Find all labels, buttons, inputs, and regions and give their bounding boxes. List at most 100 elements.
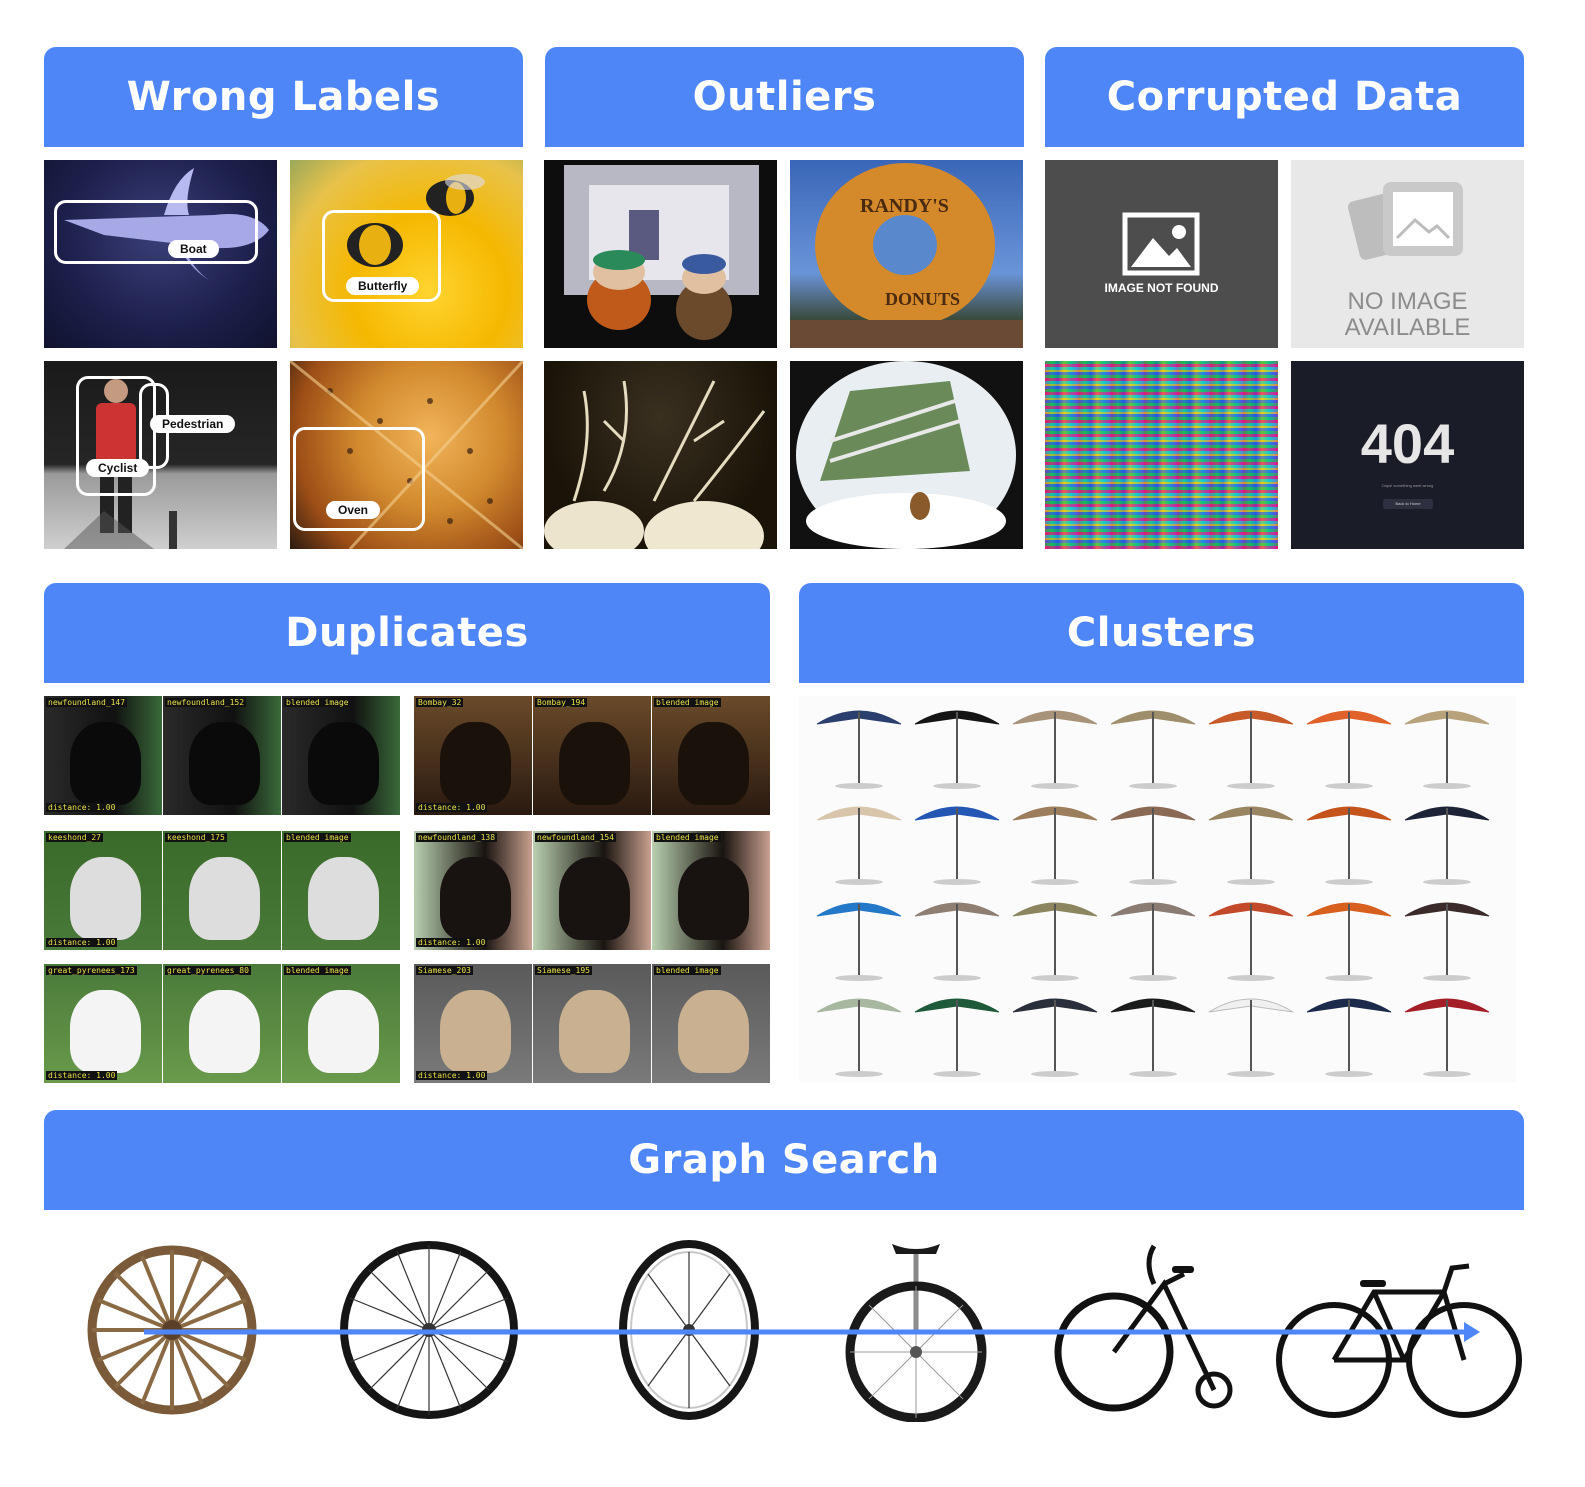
- umbrella-shadow: [1423, 879, 1471, 885]
- no-image-line1: NO IMAGE: [1347, 288, 1468, 315]
- umbrella-image: [1306, 806, 1392, 885]
- duplicate-distance-label: distance: 1.00: [416, 803, 488, 812]
- duplicate-image-cell: blended image: [282, 964, 400, 1083]
- no-image-available-tile: NO IMAGE AVAILABLE: [1291, 160, 1524, 348]
- umbrella-shadow: [835, 975, 883, 981]
- duplicate-subject-shape: [439, 857, 511, 941]
- clusters-grid: [799, 696, 1516, 1082]
- duplicate-distance-label: distance: 1.00: [416, 938, 488, 947]
- wagon-wheel-image: [44, 1222, 264, 1422]
- umbrella-shadow: [1325, 975, 1373, 981]
- clusters-title: Clusters: [1066, 610, 1257, 656]
- umbrella-shadow: [933, 1071, 981, 1077]
- penny-farthing-image: [1054, 1244, 1233, 1412]
- back-to-home-button[interactable]: Back to Home: [1383, 499, 1433, 509]
- duplicate-filename-label: great_pyrenees_173: [46, 966, 137, 975]
- umbrella-image: [1110, 710, 1196, 789]
- umbrella-shadow: [835, 783, 883, 789]
- duplicate-subject-shape: [307, 857, 379, 941]
- error-404-subtext: Oops! something went wrong: [1381, 483, 1434, 488]
- duplicate-subject-shape: [558, 857, 630, 941]
- duplicate-filename-label: blended image: [654, 698, 721, 707]
- umbrella-image: [1012, 902, 1098, 981]
- duplicate-subject-shape: [188, 990, 260, 1074]
- wrong-labels-title: Wrong Labels: [126, 74, 441, 120]
- toys-tv-illustration: [564, 165, 759, 340]
- duplicate-image-cell: blended image: [652, 696, 770, 815]
- pedestrian-image: Pedestrian Cyclist: [44, 361, 277, 549]
- bee-illustration: [347, 174, 485, 267]
- duplicate-image-cell: newfoundland_138 distance: 1.00: [414, 831, 532, 950]
- outliers-header: Outliers: [545, 47, 1024, 147]
- pizza-illustration: [290, 361, 523, 549]
- umbrella-shadow: [1031, 1071, 1079, 1077]
- umbrella-shadow: [1325, 879, 1373, 885]
- duplicate-image-cell: newfoundland_154: [533, 831, 651, 950]
- graph-path-arrow: [144, 1322, 1480, 1342]
- umbrella-image: [816, 710, 902, 789]
- umbrella-shadow: [933, 975, 981, 981]
- duplicate-subject-shape: [558, 990, 630, 1074]
- bee-image: Butterfly: [290, 160, 523, 348]
- umbrella-image: [816, 902, 902, 981]
- umbrella-shadow: [1423, 1071, 1471, 1077]
- duplicate-filename-label: Siamese_203: [416, 966, 473, 975]
- duplicates-title: Duplicates: [285, 610, 529, 656]
- duplicate-image-cell: Bombay_32 distance: 1.00: [414, 696, 532, 815]
- unicycle-image: [845, 1244, 987, 1422]
- donut-sign-top-text: RANDY'S: [860, 195, 949, 217]
- umbrella-image: [1404, 806, 1490, 885]
- toys-tv-image: [544, 160, 777, 348]
- duplicate-subject-shape: [439, 722, 511, 806]
- umbrella-image: [1208, 710, 1294, 789]
- duplicate-image-cell: blended image: [282, 831, 400, 950]
- umbrella-shadow: [1227, 975, 1275, 981]
- duplicate-subject-shape: [69, 990, 141, 1074]
- duplicate-subject-shape: [69, 722, 141, 806]
- umbrella-image: [1012, 998, 1098, 1077]
- duplicate-image-cell: blended image: [652, 964, 770, 1083]
- umbrella-image: [914, 998, 1000, 1077]
- duplicate-filename-label: blended image: [284, 833, 351, 842]
- umbrella-shadow: [1227, 1071, 1275, 1077]
- umbrella-shadow: [1129, 1071, 1177, 1077]
- umbrella-shadow: [1031, 975, 1079, 981]
- umbrella-image: [1404, 998, 1490, 1077]
- umbrella-image: [914, 806, 1000, 885]
- umbrella-image: [1110, 806, 1196, 885]
- umbrella-image: [1208, 902, 1294, 981]
- duplicate-subject-shape: [307, 990, 379, 1074]
- umbrella-shadow: [1031, 783, 1079, 789]
- umbrella-shadow: [1129, 975, 1177, 981]
- umbrella-image: [914, 710, 1000, 789]
- bicycle-image: [1276, 1263, 1522, 1418]
- wrong-labels-header: Wrong Labels: [44, 47, 523, 147]
- umbrella-shadow: [933, 783, 981, 789]
- duplicate-image-cell: blended image: [652, 831, 770, 950]
- duplicate-subject-shape: [677, 722, 749, 806]
- duplicate-subject-shape: [188, 857, 260, 941]
- umbrella-shadow: [1129, 783, 1177, 789]
- umbrella-image: [914, 902, 1000, 981]
- duplicate-subject-shape: [558, 722, 630, 806]
- duplicate-filename-label: newfoundland_152: [165, 698, 247, 707]
- duplicate-filename-label: blended image: [284, 698, 351, 707]
- duplicate-filename-label: newfoundland_138: [416, 833, 498, 842]
- swordfish-image: Boat: [44, 160, 277, 348]
- umbrella-shadow: [1031, 879, 1079, 885]
- no-image-line2: AVAILABLE: [1344, 314, 1471, 341]
- duplicate-filename-label: great_pyrenees_80: [165, 966, 251, 975]
- duplicate-distance-label: distance: 1.00: [46, 803, 118, 812]
- duplicate-filename-label: Bombay_32: [416, 698, 464, 707]
- label-cyclist: Cyclist: [86, 459, 150, 477]
- duplicate-subject-shape: [439, 990, 511, 1074]
- outliers-title: Outliers: [692, 74, 877, 120]
- image-not-found-tile: IMAGE NOT FOUND: [1045, 160, 1278, 348]
- duplicate-subject-shape: [188, 722, 260, 806]
- label-boat: Boat: [168, 240, 219, 258]
- clusters-header: Clusters: [799, 583, 1524, 683]
